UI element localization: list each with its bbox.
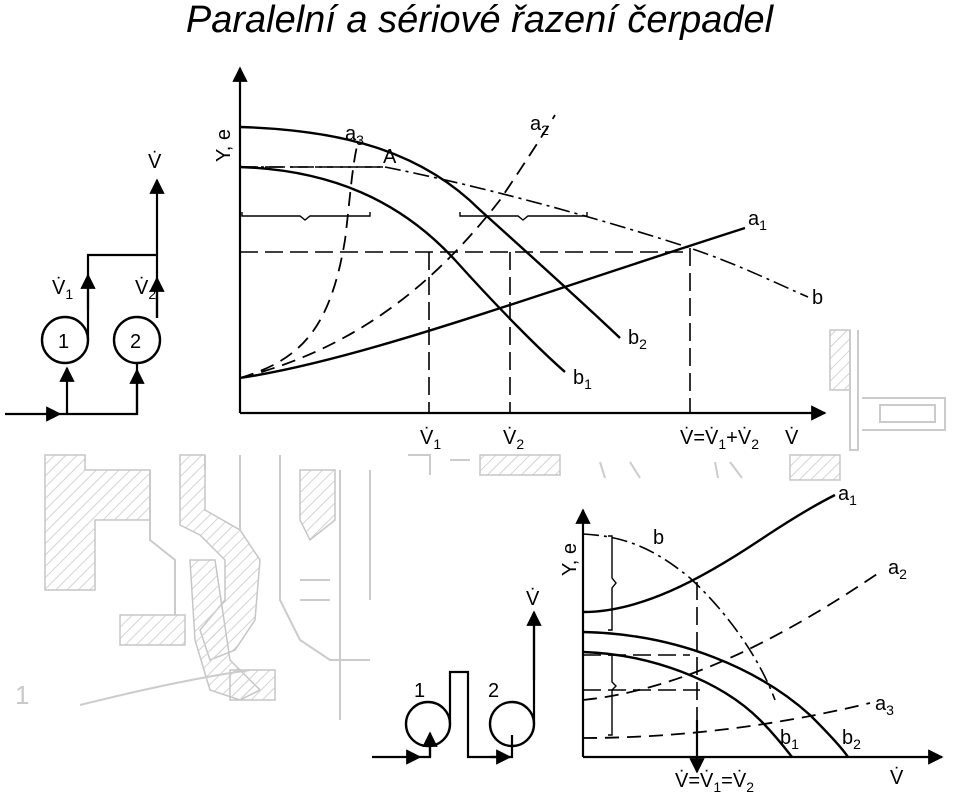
series-curve-a1-label: a1 (838, 483, 857, 508)
tick-v2: V̇2 (503, 427, 524, 452)
series-curve-b1-label: b1 (780, 727, 799, 752)
curve-b1-label: b1 (573, 367, 592, 392)
parallel-x-axis-label: V̇ (785, 427, 799, 449)
curve-a2-label: a2 (530, 113, 549, 138)
pump-1-label: 1 (58, 331, 69, 353)
curve-b2 (239, 125, 621, 339)
series-y-axis-label: Y, e (559, 543, 581, 576)
flow-2-label: V̇2 (135, 277, 156, 302)
series-schematic: 1 2 V̇ (372, 588, 542, 765)
background-label: 1 (15, 680, 29, 710)
series-curve-a3 (582, 702, 871, 739)
flow-1-label: V̇1 (52, 277, 73, 302)
series-pump-1-label: 1 (414, 680, 425, 702)
curve-a1 (239, 226, 746, 380)
curve-b-label: b (812, 287, 823, 309)
series-curve-b1 (582, 650, 793, 758)
parallel-schematic: 1 2 V̇ V̇1 V̇2 (5, 151, 165, 422)
series-curve-b2 (582, 630, 849, 758)
series-curve-a2-label: a2 (888, 557, 907, 582)
curve-a2 (239, 114, 556, 379)
series-curve-a1 (582, 493, 836, 614)
curve-b (240, 166, 809, 298)
series-curve-a3-label: a3 (875, 693, 894, 718)
parallel-y-axis-label: Y, e (213, 129, 235, 162)
curve-b1 (239, 165, 566, 373)
brace-right (459, 212, 588, 221)
series-x-axis-label: V̇ (890, 767, 904, 789)
background-pump-drawing: 1 (15, 329, 946, 720)
series-curve-b2-label: b2 (842, 727, 861, 752)
brace-left (241, 212, 371, 221)
series-tick-vsum: V̇=V̇1=V̇2 (675, 770, 754, 795)
series-chart: Y, e V̇ b a1 a2 a3 b1 b2 V̇=V̇1=V̇2 (559, 483, 944, 795)
curve-a3-label: a3 (345, 123, 364, 148)
curve-a1-label: a1 (748, 208, 767, 233)
tick-v1: V̇1 (420, 427, 441, 452)
flow-total-label: V̇ (148, 151, 162, 173)
series-curve-b (582, 533, 776, 701)
pump-2-label: 2 (130, 331, 141, 353)
series-flow-total-label: V̇ (526, 588, 540, 610)
tick-vsum: V̇=V̇1+V̇2 (680, 427, 759, 452)
series-pump-1-circle (404, 700, 452, 748)
parallel-chart: Y, e V̇ A a3 a2 a1 b b2 b1 V̇1 V̇2 V̇=V̇… (213, 66, 827, 452)
series-pump-2-label: 2 (488, 680, 499, 702)
curve-b2-label: b2 (628, 327, 647, 352)
point-a-label: A (383, 146, 397, 168)
curve-a3 (239, 141, 359, 379)
page-title: Paralelní a sériové řazení čerpadel (185, 0, 774, 41)
pump-2-circle (112, 315, 162, 365)
series-curve-b-label: b (653, 527, 664, 549)
